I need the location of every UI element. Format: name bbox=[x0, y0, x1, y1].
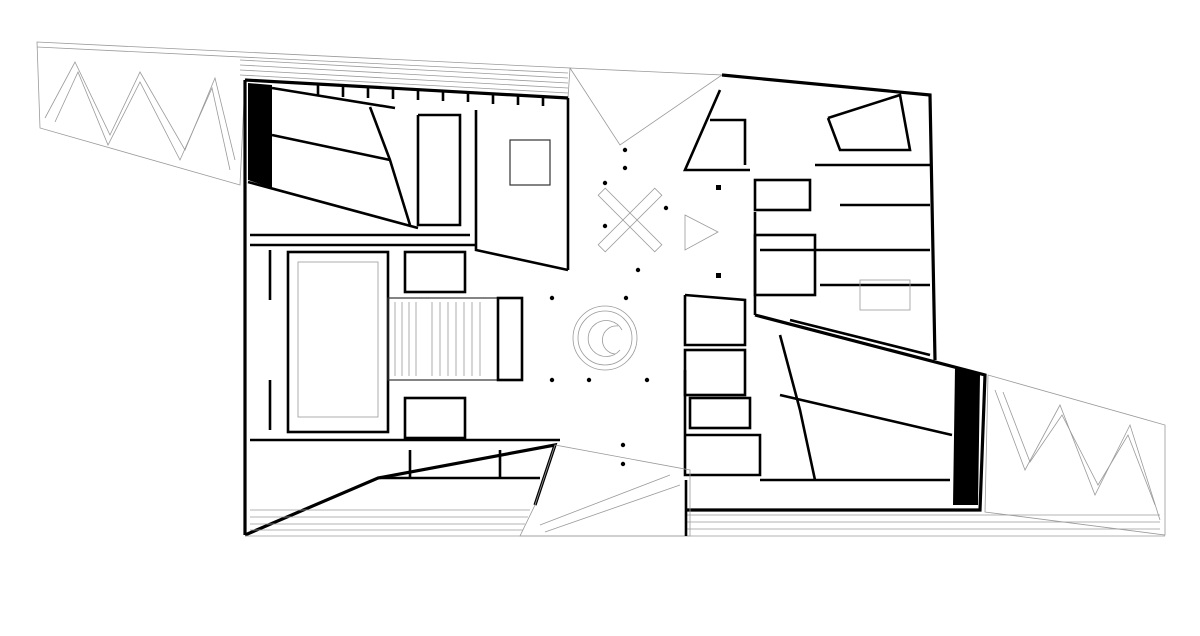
columns bbox=[549, 147, 721, 467]
wall-ribs-top bbox=[316, 85, 545, 106]
right-building bbox=[683, 73, 987, 512]
left-building bbox=[243, 78, 570, 537]
circular-sculpture bbox=[572, 305, 638, 371]
right-truss-strip bbox=[984, 374, 1166, 536]
x-sculpture bbox=[597, 187, 663, 253]
central-plaza bbox=[549, 67, 724, 467]
auditorium-seating bbox=[387, 296, 524, 382]
triangle-sculpture bbox=[684, 214, 719, 251]
bottom-terraces bbox=[245, 444, 1165, 537]
left-truss-strip bbox=[36, 41, 571, 186]
